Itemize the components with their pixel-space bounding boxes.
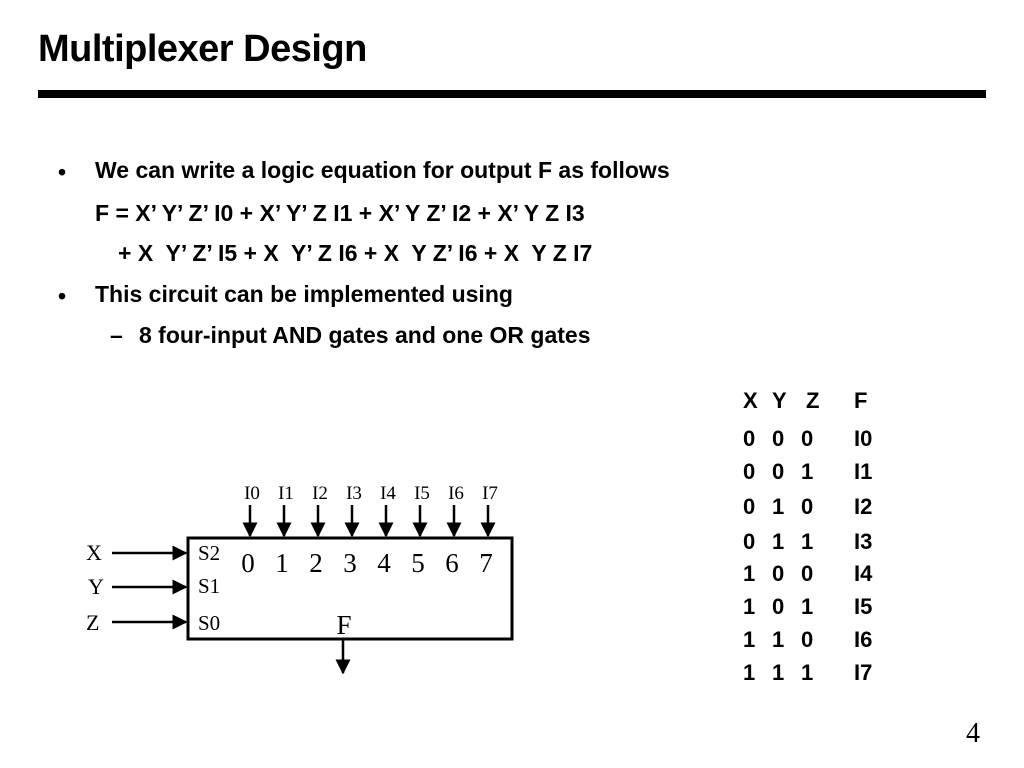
- select-arrows: [112, 545, 188, 630]
- table-cell: 1: [743, 594, 756, 619]
- port-number: 0: [241, 548, 255, 578]
- equation-line-2: + X Y’ Z’ I5 + X Y’ Z I6 + X Y Z’ I6 + X…: [118, 240, 593, 266]
- sub-bullet-marker: –: [110, 322, 123, 348]
- equation-line-1: F = X’ Y’ Z’ I0 + X’ Y’ Z I1 + X’ Y Z’ I…: [95, 200, 585, 226]
- table-cell: 1: [772, 627, 785, 652]
- table-row: 1 1 1 I7: [743, 660, 903, 692]
- table-row: 0 0 1 I1: [743, 459, 903, 491]
- bullet-text: We can write a logic equation for output…: [95, 157, 670, 183]
- table-cell: 0: [743, 426, 756, 451]
- select-signal-label: Z: [86, 610, 99, 635]
- bullet-text: This circuit can be implemented using: [95, 281, 513, 307]
- input-label: I0: [244, 483, 260, 504]
- input-label: I4: [380, 483, 396, 504]
- table-cell: I0: [854, 426, 873, 451]
- table-cell: 1: [743, 660, 756, 685]
- table-cell: 0: [801, 627, 814, 652]
- table-cell: 1: [743, 627, 756, 652]
- port-number: 7: [479, 548, 493, 578]
- header-cell: Z: [806, 388, 820, 413]
- table-cell: 1: [801, 529, 814, 554]
- input-label: I3: [346, 483, 362, 504]
- port-number: 5: [411, 548, 425, 578]
- slide-title: Multiplexer Design: [38, 28, 367, 70]
- header-cell: X: [743, 388, 758, 413]
- select-signal-label: X: [86, 540, 102, 565]
- table-row: 1 0 0 I4: [743, 561, 903, 593]
- table-cell: I2: [854, 494, 873, 519]
- mux-box: [186, 536, 514, 641]
- table-row: 1 1 0 I6: [743, 627, 903, 659]
- table-row: 0 0 0 I0: [743, 426, 903, 458]
- table-cell: 1: [772, 529, 785, 554]
- table-cell: 0: [743, 529, 756, 554]
- port-number: 1: [275, 548, 289, 578]
- select-port-label: S0: [198, 611, 220, 635]
- table-cell: 0: [743, 459, 756, 484]
- select-port-label: S1: [198, 574, 220, 598]
- bullet-marker: •: [58, 159, 67, 185]
- title-underline: [38, 90, 986, 98]
- table-cell: I1: [854, 459, 873, 484]
- table-cell: I3: [854, 529, 873, 554]
- table-cell: I5: [854, 594, 873, 619]
- port-number: 2: [309, 548, 323, 578]
- input-label: I6: [448, 483, 464, 504]
- table-cell: 1: [801, 459, 814, 484]
- select-port-label: S2: [198, 541, 220, 565]
- page-number: 4: [966, 718, 980, 749]
- table-cell: 0: [801, 561, 814, 586]
- input-label: I2: [312, 483, 328, 504]
- table-row: 0 1 0 I2: [743, 494, 903, 526]
- bullet-marker: •: [58, 283, 67, 309]
- output-label: F: [336, 610, 351, 640]
- table-cell: I7: [854, 660, 873, 685]
- table-cell: 1: [801, 594, 814, 619]
- select-signal-label: Y: [88, 574, 104, 599]
- input-label: I5: [414, 483, 430, 504]
- table-cell: 0: [772, 594, 785, 619]
- header-cell: Y: [772, 388, 787, 413]
- table-cell: I6: [854, 627, 873, 652]
- table-cell: 1: [743, 561, 756, 586]
- table-cell: 0: [772, 426, 785, 451]
- table-row: 0 1 1 I3: [743, 529, 903, 561]
- table-cell: 1: [772, 660, 785, 685]
- port-number: 6: [445, 548, 459, 578]
- sub-bullet-text: 8 four-input AND gates and one OR gates: [139, 322, 591, 348]
- table-cell: 0: [772, 459, 785, 484]
- header-cell: F: [854, 388, 868, 413]
- input-label: I1: [278, 483, 294, 504]
- table-cell: 0: [772, 561, 785, 586]
- data-input-arrows: [242, 505, 496, 538]
- table-cell: 0: [801, 426, 814, 451]
- input-label: I7: [482, 483, 498, 504]
- table-cell: 0: [801, 494, 814, 519]
- port-number: 4: [377, 548, 391, 578]
- table-cell: 0: [743, 494, 756, 519]
- port-number: 3: [343, 548, 357, 578]
- table-row: 1 0 1 I5: [743, 594, 903, 626]
- table-cell: 1: [801, 660, 814, 685]
- table-cell: 1: [772, 494, 785, 519]
- table-cell: I4: [854, 561, 873, 586]
- truth-table-header: X Y Z F: [743, 388, 903, 420]
